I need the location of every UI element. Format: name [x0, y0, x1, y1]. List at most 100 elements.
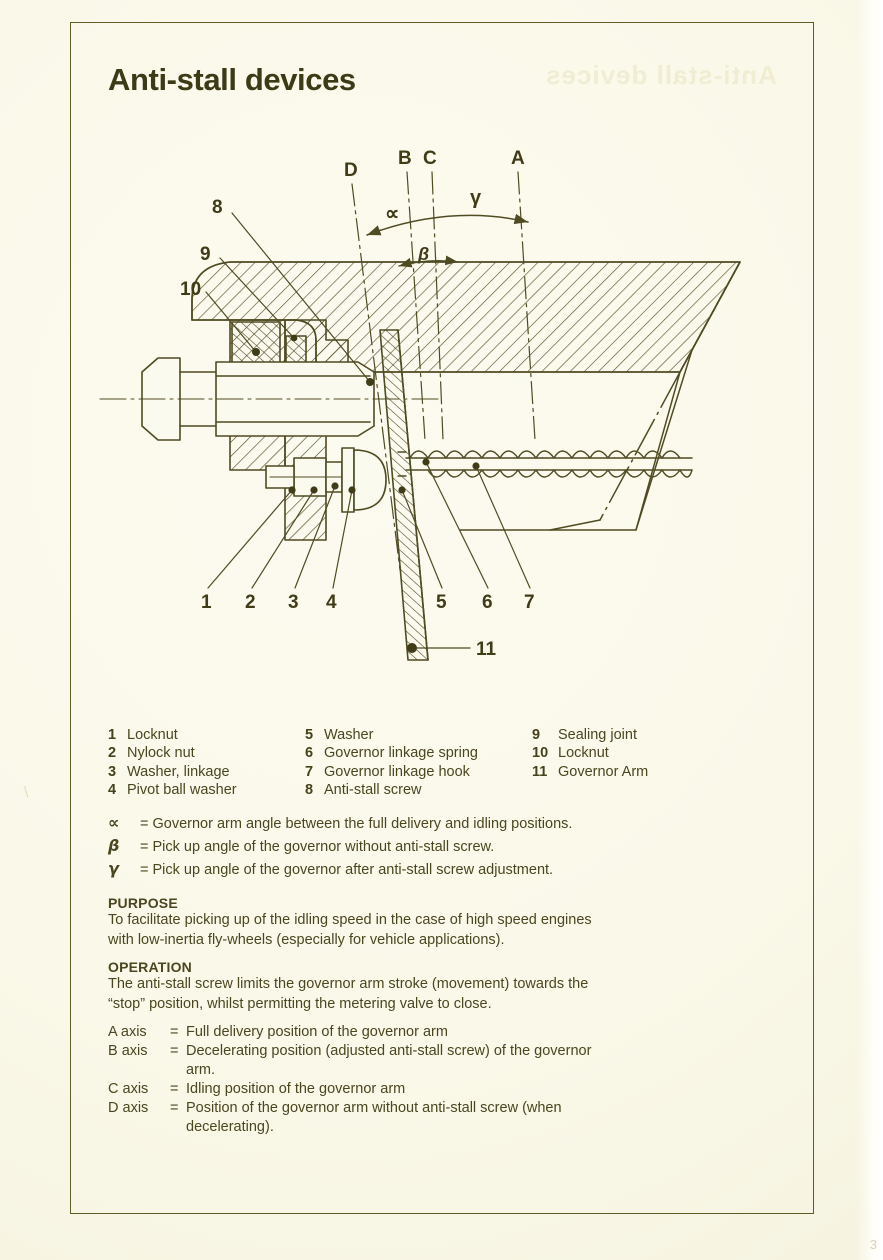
callout-11: 11 [476, 639, 497, 660]
callout-numbers-bottom: 1 2 3 4 5 6 7 11 [201, 592, 535, 660]
symbol-description: = Governor arm angle between the full de… [140, 816, 573, 832]
part-label: Anti-stall screw [324, 782, 422, 799]
part-number: 8 [305, 782, 314, 799]
part-label: Washer [324, 727, 374, 743]
anti-stall-device-diagram: D B C A ∝ β γ [80, 140, 820, 705]
part-number: 11 [532, 763, 548, 780]
page-border-frame [70, 22, 814, 1214]
axis-label-D: D [344, 160, 358, 181]
symbol-beta: β [108, 836, 120, 855]
symbol-alpha: ∝ [108, 813, 120, 832]
leader-lines-top [205, 212, 371, 383]
callout-6: 6 [482, 592, 493, 613]
axis-description-cont: decelerating). [186, 1119, 274, 1135]
part-number: 10 [532, 745, 549, 762]
callout-dots-top [252, 334, 374, 386]
list-item: D axis = Position of the governor arm with… [108, 1099, 656, 1137]
operation-section: OPERATION The anti-stall screw limits th… [108, 959, 588, 1014]
governor-linkage-spring-part [397, 450, 693, 478]
part-number: 1 [108, 727, 117, 743]
symbol-gamma: γ [108, 859, 119, 878]
parts-column-2: 5 Washer 6 Governor linkage spring 7 Govern… [305, 727, 478, 801]
list-item: 9 Sealing joint [532, 727, 648, 745]
list-item: 10 Locknut [532, 745, 648, 763]
parts-column-3: 9 Sealing joint 10 Locknut 11 Governor Arm [532, 727, 648, 782]
callout-2: 2 [245, 592, 256, 613]
part-label: Locknut [558, 745, 609, 762]
part-label: Governor Arm [558, 763, 649, 780]
axis-description: Idling position of the governor arm [186, 1081, 406, 1097]
list-item: 7 Governor linkage hook [305, 764, 478, 782]
list-item: 8 Anti-stall screw [305, 782, 478, 800]
angle-label-alpha: ∝ [385, 203, 399, 225]
axis-equals: = [170, 1024, 179, 1040]
part-number: 5 [305, 727, 314, 743]
list-item: γ = Pick up angle of the governor after … [108, 859, 572, 882]
angle-symbol-definitions: ∝ = Governor arm angle between the full … [108, 813, 572, 882]
callout-5: 5 [436, 592, 447, 613]
leader-lines-bottom [207, 461, 531, 649]
callout-10: 10 [180, 279, 201, 300]
callout-numbers-top: 8 9 10 [180, 197, 223, 300]
purpose-section: PURPOSE To facilitate picking up of the … [108, 895, 592, 950]
axis-letter-labels: D B C A [344, 148, 525, 181]
callout-3: 3 [288, 592, 299, 613]
list-item: 5 Washer [305, 727, 478, 745]
part-label: Sealing joint [558, 727, 637, 743]
list-item: 3 Washer, linkage [108, 764, 237, 782]
purpose-heading: PURPOSE [108, 895, 178, 911]
housing-outer-outline [459, 261, 741, 531]
axis-label-B: B [398, 148, 412, 169]
part-number: 4 [108, 782, 117, 799]
symbol-description: = Pick up angle of the governor after an… [140, 862, 554, 878]
part-label: Locknut [127, 727, 178, 743]
part-label: Pivot ball washer [127, 782, 237, 799]
list-item: 1 Locknut [108, 727, 237, 745]
symbol-description: = Pick up angle of the governor without … [140, 839, 495, 855]
list-item: B axis=Decelerating position (adjusted a… [108, 1042, 656, 1080]
part-label: Nylock nut [127, 745, 195, 762]
list-item: A axis=Full delivery position of the gov… [108, 1023, 656, 1042]
angle-label-beta: β [417, 244, 429, 264]
list-item: 2 Nylock nut [108, 745, 237, 763]
list-item: 6 Governor linkage spring [305, 745, 478, 763]
margin-scan-artifact: \ [24, 784, 29, 801]
axis-description: Position of the governor arm without ant… [186, 1100, 562, 1116]
list-item: β = Pick up angle of the governor withou… [108, 836, 572, 859]
axis-equals: = [170, 1100, 179, 1116]
part-label: Governor linkage hook [324, 763, 470, 780]
page-number: 3 [869, 1237, 877, 1252]
axis-name: D axis [108, 1100, 149, 1116]
part-number: 2 [108, 745, 117, 762]
axis-equals: = [170, 1081, 179, 1097]
callout-4: 4 [326, 592, 337, 613]
callout-7: 7 [524, 592, 535, 613]
part-number: 9 [532, 727, 541, 743]
pivot-ball-assembly [265, 447, 387, 513]
axis-label-A: A [511, 148, 525, 169]
axis-definitions-list: A axis=Full delivery position of the gov… [108, 1023, 656, 1137]
operation-heading: OPERATION [108, 959, 192, 975]
part-label: Governor linkage spring [324, 745, 478, 762]
list-item: 4 Pivot ball washer [108, 782, 237, 800]
callout-9: 9 [200, 244, 211, 265]
axis-description: Full delivery position of the governor a… [186, 1024, 448, 1040]
part-label: Washer, linkage [127, 763, 230, 780]
callout-dots-bottom [288, 458, 480, 653]
axis-name: C axis [108, 1081, 149, 1097]
callout-1: 1 [201, 592, 212, 613]
axis-name: B axis [108, 1043, 148, 1059]
axis-equals: = [170, 1043, 179, 1059]
list-item: ∝ = Governor arm angle between the full … [108, 813, 572, 836]
list-item: 11 Governor Arm [532, 764, 648, 782]
operation-body: The anti-stall screw limits the governor… [108, 976, 589, 1012]
scan-edge [857, 0, 883, 1260]
angle-label-gamma: γ [470, 187, 482, 209]
part-number: 6 [305, 745, 314, 762]
part-number: 3 [108, 763, 117, 780]
part-number: 7 [305, 763, 314, 780]
purpose-body: To facilitate picking up of the idling s… [108, 912, 592, 948]
list-item: C axis = Idling position of the governor a… [108, 1080, 656, 1099]
